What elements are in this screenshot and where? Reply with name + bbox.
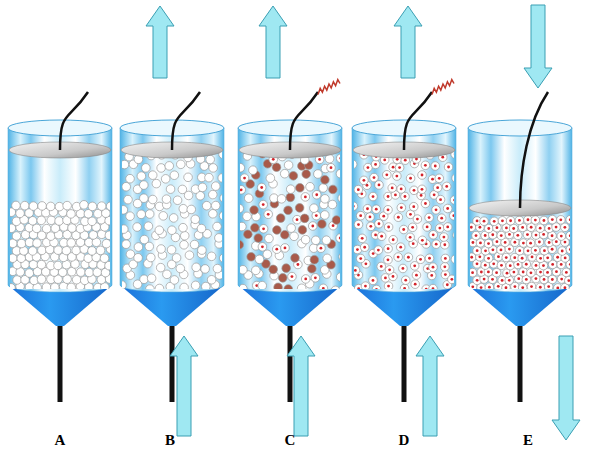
panel-letter: C	[285, 432, 296, 449]
outlet-tube	[518, 320, 523, 402]
resin-beads	[122, 150, 222, 289]
column	[348, 80, 461, 402]
column	[7, 92, 115, 402]
column-body	[238, 128, 342, 292]
resin-beads	[354, 150, 454, 289]
column-body	[8, 128, 112, 292]
outlet-tube	[58, 320, 63, 402]
tubing	[60, 92, 88, 150]
flow-arrow	[146, 6, 174, 78]
flow-arrow	[552, 336, 580, 440]
column-body	[468, 128, 572, 292]
flow-arrow	[524, 5, 552, 88]
flow-arrow	[170, 336, 198, 436]
flow-arrow	[394, 6, 422, 78]
panel-letter: B	[165, 432, 175, 449]
outlet-tube	[402, 320, 407, 402]
panel-letter: D	[399, 432, 410, 449]
flow-arrow	[259, 6, 287, 78]
column-body	[352, 128, 456, 292]
panel-letter: E	[523, 432, 533, 449]
sample-coil	[318, 80, 340, 95]
sample-coil	[432, 80, 454, 95]
column-body	[120, 128, 224, 292]
resin-beads	[10, 201, 110, 289]
tubing	[520, 92, 548, 208]
outlet-tube	[288, 320, 293, 402]
tubing	[404, 92, 432, 150]
flow-arrow	[416, 336, 444, 436]
resin-beads	[470, 215, 570, 289]
tubing	[290, 92, 318, 150]
tubing	[172, 92, 200, 150]
panel-letter: A	[55, 432, 66, 449]
flow-arrow	[287, 336, 315, 436]
column-rim	[468, 120, 572, 136]
outlet-tube	[170, 320, 175, 402]
resin-beads	[240, 149, 340, 289]
